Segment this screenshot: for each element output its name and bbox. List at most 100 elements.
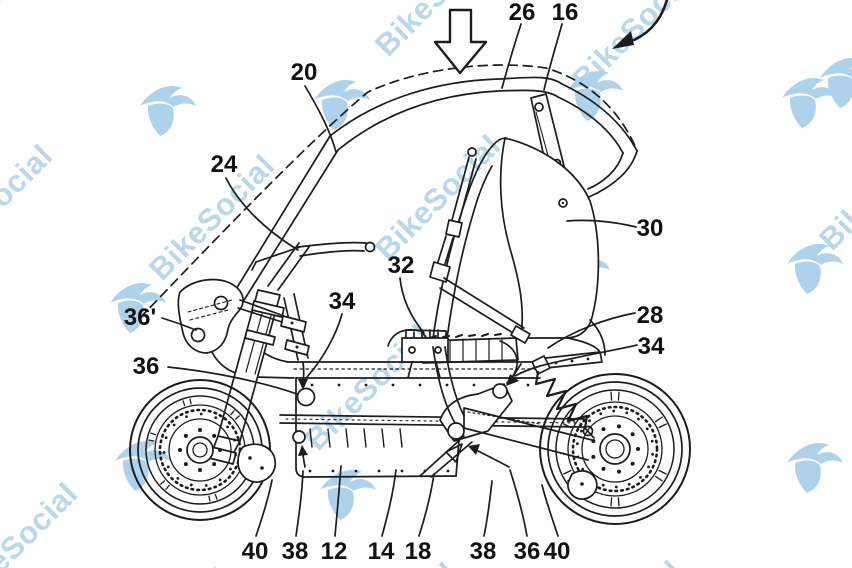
drawing-stroke [363,428,367,448]
drawing-stroke [506,374,519,386]
drawing-stroke [563,423,572,429]
drawing-stroke [504,137,600,339]
drawing-stroke [588,150,638,198]
drawing-stroke [329,76,638,152]
drawing-stroke [230,149,339,322]
drawing-stroke [186,436,214,464]
drawing-stroke [260,466,264,470]
curved-pointer-arrow [612,0,669,49]
drawing-stroke [408,346,416,354]
ref-label-20: 20 [291,59,318,86]
drawing-stroke [198,468,202,472]
drawing-stroke [204,484,208,487]
drawing-stroke [337,383,341,387]
drawing-stroke [545,351,603,369]
drawing-stroke [444,346,465,417]
drawing-stroke [591,439,596,444]
ref-label-36: 36 [514,538,541,565]
drawing-stroke [364,241,376,253]
drawing-stroke [501,23,522,89]
drawing-stroke [213,295,229,311]
watermark-logo-icon [314,80,370,130]
drawing-stroke [304,85,337,153]
drawing-stroke [218,448,222,452]
drawing-stroke [345,428,349,448]
watermark-logo-icon [140,86,196,136]
drawing-stroke [150,432,157,436]
drawing-stroke [308,469,312,473]
drawing-stroke [237,443,277,483]
drawing-stroke [189,483,193,487]
ref-label-36p: 36' [124,304,156,331]
drawing-stroke [601,466,606,471]
drawing-stroke [183,462,188,467]
ref-label-40: 40 [544,538,571,565]
drawing-stroke [567,416,576,423]
drawing-stroke [632,0,669,42]
front-brake-caliper [237,443,277,483]
drawing-stroke [354,469,358,473]
drawing-stroke [302,361,305,382]
drawing-stroke [405,329,447,339]
drawing-stroke [327,428,331,448]
drawing-stroke [567,401,663,497]
drawing-stroke [575,442,579,446]
drawing-stroke [599,433,631,465]
drawing-stroke [617,391,620,401]
drawing-stroke [654,416,663,423]
drawing-stroke [610,391,613,401]
drawing-stroke [298,379,308,390]
watermark-text: BikeSocial [368,128,507,267]
drawing-stroke [567,337,601,353]
ref-label-14: 14 [368,538,395,565]
drawing-stroke [612,409,616,413]
drawing-stroke [581,467,585,471]
watermark-text: BikeSocial [368,0,507,63]
drawing-stroke [299,249,365,257]
drawing-stroke [658,469,667,475]
drawing-stroke [625,411,629,415]
drawing-stroke [547,381,683,517]
drawing-stroke [639,475,642,479]
drawing-stroke [580,482,584,486]
drawing-stroke [419,435,473,478]
drawing-stroke [255,479,273,537]
drawing-stroke [267,242,310,291]
drawing-stroke [580,429,583,433]
bracket-36-prime [177,278,285,354]
drawing-stroke [586,357,590,361]
drawing-stroke [237,299,285,323]
drawing-stroke [208,495,211,502]
drawing-stroke [187,299,233,321]
drawing-stroke [588,419,591,423]
drawing-stroke [581,415,649,483]
drawing-stroke [162,451,166,454]
drawing-stroke [468,444,480,455]
drawing-stroke [298,445,308,456]
drawing-stroke [139,64,637,319]
drawing-stroke [514,344,638,377]
drawing-stroke [432,346,456,424]
ref-label-28: 28 [637,302,664,329]
drawing-stroke [212,433,217,438]
canopy-roof [139,64,638,322]
drawing-stroke [418,383,422,387]
drawing-stroke [164,436,168,440]
drawing-stroke [601,483,605,487]
drawing-stroke [566,219,637,228]
leader-lines [161,23,638,537]
drawing-stroke [591,454,596,459]
watermark-logo-icon [787,443,843,493]
drawing-stroke [214,493,218,500]
drawing-stroke [377,469,381,473]
drawing-stroke [198,428,202,432]
drawing-stroke [233,438,237,442]
battery-box [279,329,585,478]
drawing-stroke [555,389,675,509]
ref-label-32: 32 [388,252,415,279]
drawing-stroke [445,165,493,347]
drawing-stroke [616,424,621,429]
drawing-stroke [599,412,603,416]
